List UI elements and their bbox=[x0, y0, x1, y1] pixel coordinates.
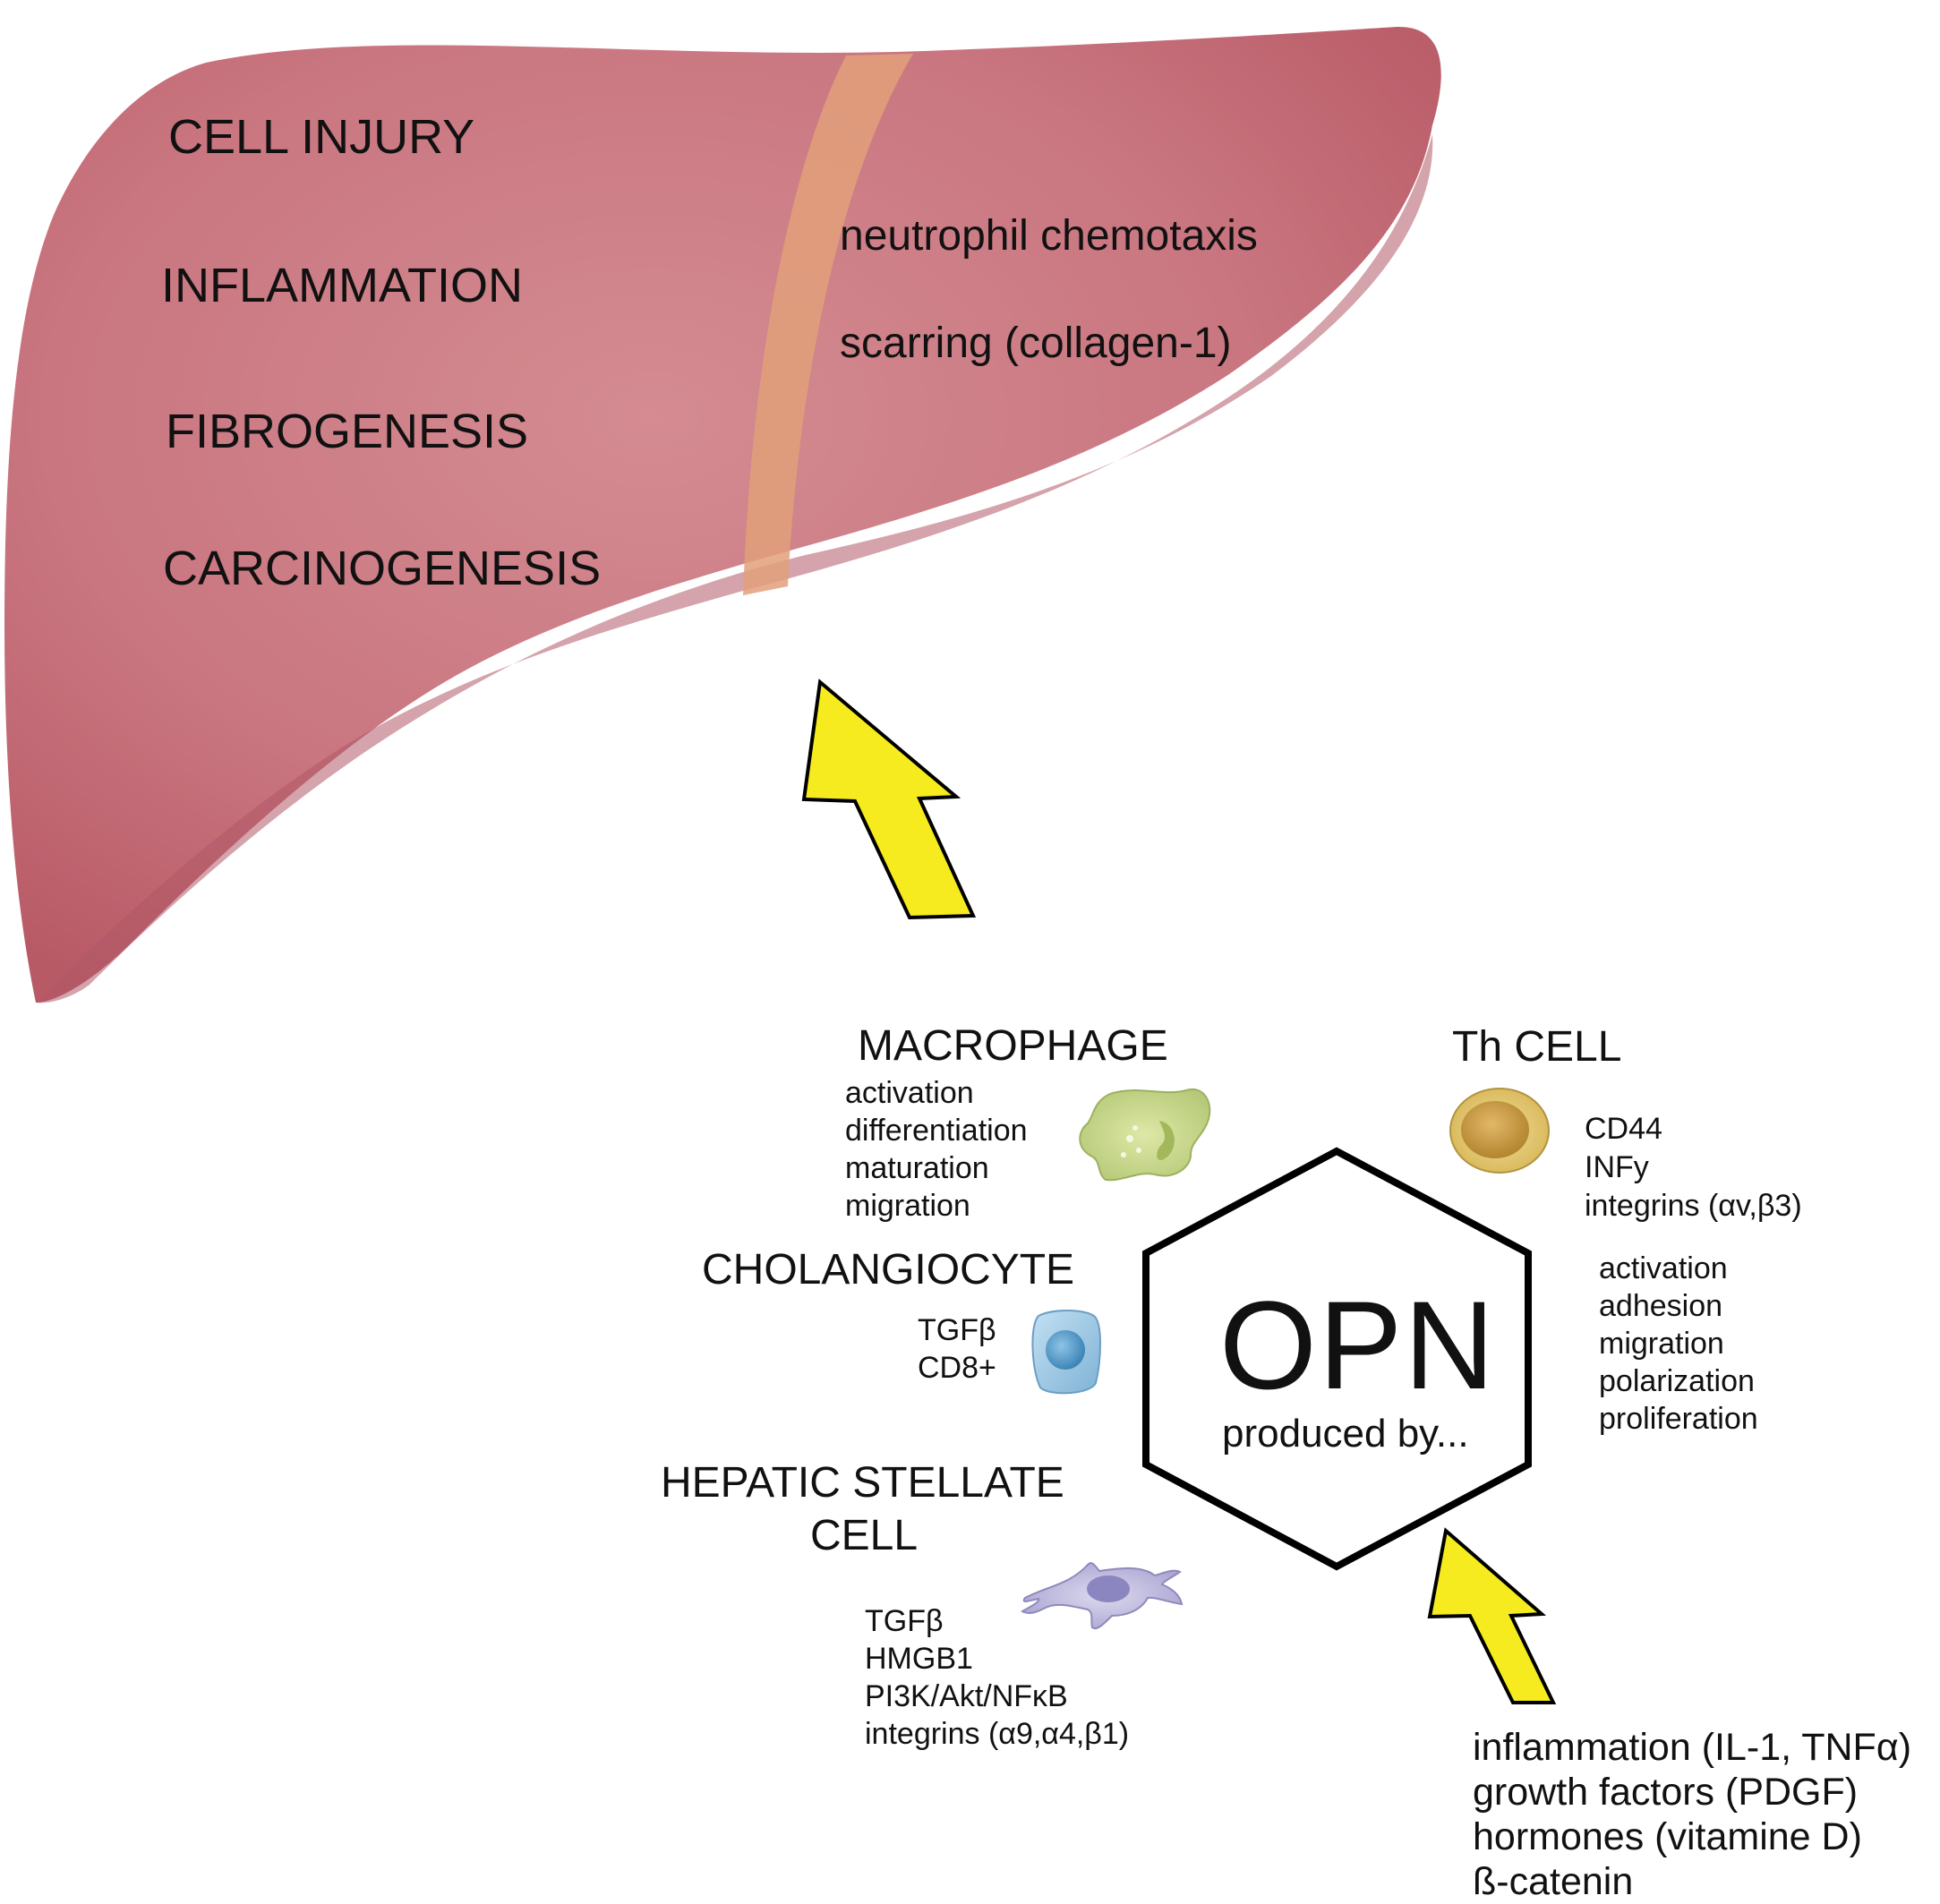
outcome-inflammation: INFLAMMATION bbox=[161, 259, 523, 312]
effect-scarring: scarring (collagen-1) bbox=[840, 320, 1232, 367]
effect-neutrophil-chemotaxis: neutrophil chemotaxis bbox=[840, 212, 1258, 260]
outcome-fibrogenesis: FIBROGENESIS bbox=[166, 405, 529, 458]
list-item: HMGB1 bbox=[865, 1642, 973, 1676]
list-item: integrins (αv,β3) bbox=[1585, 1189, 1802, 1223]
opn-subtitle: produced by... bbox=[1222, 1412, 1469, 1456]
outcome-cell-injury: CELL INJURY bbox=[168, 110, 475, 164]
liver-body bbox=[4, 26, 1441, 1003]
th-cell-effects: activation adhesion migration polarizati… bbox=[1599, 1250, 1758, 1438]
list-item: hormones (vitamine D) bbox=[1473, 1815, 1862, 1858]
macrophage-title: MACROPHAGE bbox=[858, 1022, 1168, 1070]
list-item: TGFβ bbox=[918, 1313, 996, 1347]
list-item: maturation bbox=[845, 1151, 989, 1185]
opn-title: OPN bbox=[1219, 1275, 1497, 1415]
th-cell-icon bbox=[1449, 1088, 1550, 1174]
hsc-factors: TGFβ HMGB1 PI3K/Akt/NFκB integrins (α9,α… bbox=[865, 1602, 1129, 1753]
list-item: ß-catenin bbox=[1473, 1860, 1634, 1903]
cholangiocyte-factors: TGFβ CD8+ bbox=[918, 1311, 996, 1387]
list-item: CD8+ bbox=[918, 1351, 996, 1385]
outcome-carcinogenesis: CARCINOGENESIS bbox=[163, 542, 602, 595]
macrophage-effects: activation differentiation maturation mi… bbox=[845, 1074, 1028, 1225]
list-item: differentiation bbox=[845, 1114, 1028, 1148]
hsc-title-line2: CELL bbox=[810, 1512, 919, 1559]
list-item: activation bbox=[1599, 1251, 1728, 1285]
list-item: integrins (α9,α4,β1) bbox=[865, 1717, 1130, 1751]
list-item: polarization bbox=[1599, 1364, 1755, 1398]
opn-hexagon bbox=[1142, 1147, 1532, 1571]
upward-arrow-small-icon bbox=[1427, 1527, 1557, 1704]
upward-arrow-large-icon bbox=[801, 679, 977, 920]
th-cell-title: Th CELL bbox=[1452, 1023, 1622, 1071]
opn-regulators: inflammation (IL-1, TNFα) growth factors… bbox=[1473, 1725, 1911, 1904]
list-item: proliferation bbox=[1599, 1402, 1758, 1436]
list-item: inflammation (IL-1, TNFα) bbox=[1473, 1726, 1912, 1769]
list-item: migration bbox=[1599, 1327, 1724, 1361]
list-item: TGFβ bbox=[865, 1604, 944, 1638]
liver-illustration bbox=[4, 26, 1441, 1003]
list-item: activation bbox=[845, 1076, 974, 1110]
hepatic-stellate-cell-icon bbox=[1021, 1562, 1184, 1630]
list-item: adhesion bbox=[1599, 1289, 1723, 1323]
list-item: PI3K/Akt/NFκB bbox=[865, 1679, 1068, 1713]
hsc-title-line1: HEPATIC STELLATE bbox=[661, 1459, 1064, 1507]
falciform-ligament bbox=[743, 54, 913, 595]
list-item: INFy bbox=[1585, 1150, 1649, 1184]
macrophage-icon bbox=[1079, 1088, 1211, 1182]
list-item: growth factors (PDGF) bbox=[1473, 1771, 1859, 1814]
cholangiocyte-icon bbox=[1031, 1310, 1101, 1395]
list-item: CD44 bbox=[1585, 1112, 1662, 1146]
cholangiocyte-title: CHOLANGIOCYTE bbox=[702, 1246, 1075, 1294]
list-item: migration bbox=[845, 1189, 970, 1223]
th-cell-markers: CD44 INFy integrins (αv,β3) bbox=[1585, 1110, 1802, 1225]
